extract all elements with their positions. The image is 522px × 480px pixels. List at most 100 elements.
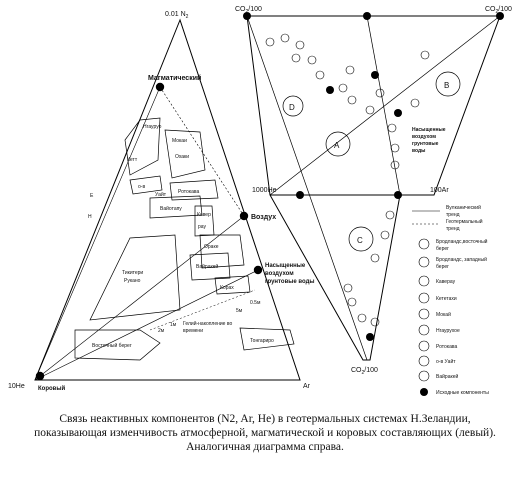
left-ternary-diagram: 0.01 N2 10He Ar Магматический Воздух Нас… (8, 11, 315, 392)
label-kawerau: Кавер (197, 212, 211, 218)
source-dot-a1 (326, 86, 334, 94)
field-wairakei (189, 252, 231, 281)
legend-marker (418, 292, 430, 304)
label-side-e: Е (90, 193, 94, 199)
caption-line-1: Связь неактивных компонентов (N2, Ar, He… (59, 413, 471, 425)
legend-marker (418, 370, 430, 382)
water-label-3: грунтовые воды (265, 279, 315, 285)
ternary-diagrams-figure: 0.01 N2 10He Ar Магматический Воздух Нас… (8, 6, 512, 396)
data-point (375, 88, 385, 98)
label-rotokawa: Ротокава (178, 189, 199, 195)
data-point (370, 253, 380, 263)
legend-label: Вайракей (436, 373, 458, 380)
legend-label: Кететахи (436, 296, 457, 302)
magmatic-air-line (159, 86, 245, 217)
label-o-a: о-в (138, 184, 145, 190)
region-a-circle (325, 131, 351, 157)
data-point (280, 33, 290, 43)
right-water-label-2: воздухом (412, 134, 436, 140)
crustal-endmember-dot (35, 371, 45, 381)
data-point (347, 95, 357, 105)
region-d-circle (282, 95, 304, 117)
label-orakei: Ораке (204, 244, 219, 250)
data-point (365, 105, 375, 115)
label-ngawha: Нгауруо (143, 124, 162, 130)
helium-accumulation-line (149, 289, 256, 331)
water-label-1: Насыщенные (265, 263, 306, 269)
field-waiotapu (149, 195, 203, 219)
legend-volcanic-2: тренд (446, 212, 460, 218)
legend-geothermal-1: Геотермальный (446, 218, 483, 225)
data-point (370, 317, 380, 327)
caption-line-3: Аналогичная диаграмма справа. (186, 441, 344, 453)
data-point (387, 123, 397, 133)
region-c-label: C (357, 236, 363, 245)
air-endmember-dot (239, 211, 249, 221)
time-tick-4: 5м (236, 308, 243, 314)
label-wairakei-small: Уайт (155, 191, 167, 198)
data-point (347, 297, 357, 307)
label-wairakei: Вайракей (196, 263, 218, 270)
legend-label: Бродландс, западный (436, 256, 487, 263)
field-east-coast (74, 329, 161, 361)
data-point (295, 40, 305, 50)
crustal-air-line (34, 215, 245, 381)
label-rotorua-region: Рукано (124, 278, 141, 284)
data-point-circles (265, 33, 430, 327)
magmatic-label: Магматический (148, 74, 201, 82)
right-water-label-3: грунтовые (412, 141, 439, 147)
helium-label-2: времени (183, 328, 203, 334)
source-dot-top-left (243, 12, 251, 20)
region-c-circle (348, 226, 374, 252)
data-point (291, 53, 301, 63)
label-tongariro: Тонгариро (250, 338, 274, 344)
field-kawerau (194, 205, 215, 237)
magmatic-crustal-line (34, 86, 161, 381)
magmatic-endmember-dot (155, 82, 165, 92)
legend-item-9: Вайракей (418, 370, 458, 382)
helium-label-1: Гелий-накопление во (183, 320, 232, 327)
right-diagram-outline (246, 15, 501, 361)
right-apex-top-right: CO2/100 (485, 6, 512, 15)
label-east-coast: Восточный берег (92, 342, 132, 349)
right-left-vertex: 1000He (252, 187, 277, 194)
data-point (390, 143, 400, 153)
region-b-circle (435, 71, 461, 97)
legend-marker (418, 324, 430, 336)
legend-label: берег (436, 264, 449, 270)
label-tikitere: Тикитери (122, 270, 143, 276)
field-tikitere (89, 234, 181, 321)
air-label: Воздух (251, 214, 276, 221)
field-tongariro (239, 327, 295, 351)
data-point (307, 55, 317, 65)
source-dot-he (296, 191, 304, 199)
data-point (357, 313, 367, 323)
field-ohaaki (129, 175, 163, 195)
source-dot-ar (394, 191, 402, 199)
data-point (420, 50, 430, 60)
legend-item-4: Кететахи (418, 292, 457, 304)
region-a-label: A (334, 141, 340, 150)
right-diamond-diagram: D A B C (235, 6, 512, 376)
legend-marker (418, 256, 430, 268)
data-point (380, 230, 390, 240)
data-point (343, 283, 353, 293)
legend-volcanic-1: Вулканический (446, 204, 481, 211)
label-kettle: Кетт (127, 157, 138, 163)
legend-label: о-в Уайт (436, 358, 456, 365)
left-apex-left-label: 10He (8, 383, 25, 390)
caption-line-2: показывающая изменчивость атмосферной, м… (34, 427, 496, 439)
legend-label: Бродландс,восточный (436, 238, 488, 245)
legend-item-3: Каверау (418, 275, 456, 287)
figure-caption: Связь неактивных компонентов (N2, Ar, He… (30, 412, 500, 454)
legend-label: Каверау (436, 279, 456, 285)
legend-label: Ротокава (436, 344, 457, 350)
legend-marker (418, 238, 430, 250)
data-point (345, 65, 355, 75)
legend-item-2: Бродландс, западный берег (418, 256, 487, 270)
data-point (385, 210, 395, 220)
legend-source-label: Исходные компоненты (436, 390, 489, 396)
data-point (315, 70, 325, 80)
label-waiotapu: Вайотапу (160, 205, 182, 212)
left-apex-top-label: 0.01 N2 (165, 11, 189, 20)
